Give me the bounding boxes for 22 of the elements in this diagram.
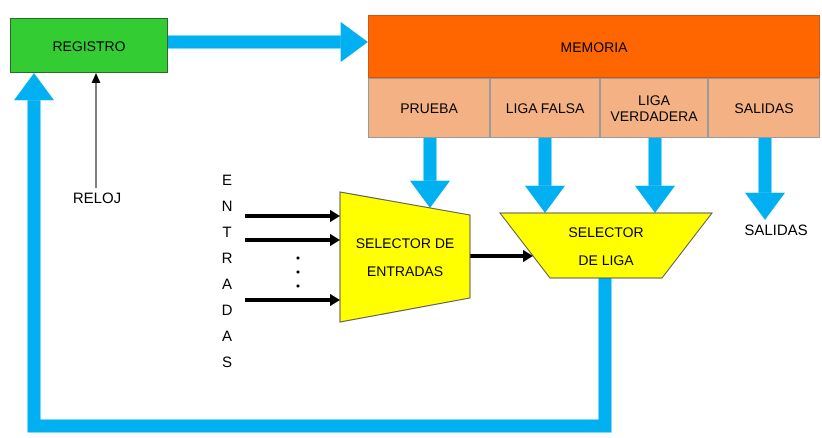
outputs-label: SALIDAS bbox=[736, 220, 816, 240]
arrow bbox=[14, 73, 612, 432]
selector-label: SELECTOR DE ENTRADAS bbox=[354, 234, 456, 281]
arrow bbox=[634, 138, 676, 213]
memory-field: PRUEBA bbox=[368, 78, 490, 138]
selector-label: SELECTOR DE LIGA bbox=[567, 222, 645, 270]
arrow bbox=[245, 234, 340, 246]
arrow bbox=[410, 138, 450, 208]
memory-field: SALIDAS bbox=[708, 78, 820, 138]
memory-field: LIGA FALSA bbox=[490, 78, 600, 138]
clock-label: RELOJ bbox=[74, 188, 120, 208]
arrow bbox=[470, 250, 533, 262]
memory-field: LIGA VERDADERA bbox=[600, 78, 708, 138]
arrow bbox=[744, 138, 786, 220]
arrow bbox=[245, 294, 340, 306]
memory-header: MEMORIA bbox=[368, 15, 820, 78]
register-box: REGISTRO bbox=[10, 18, 168, 73]
inputs-label: ENTRADAS bbox=[216, 168, 240, 378]
arrow bbox=[168, 22, 368, 62]
arrow bbox=[92, 73, 100, 188]
arrow bbox=[245, 210, 340, 222]
arrow bbox=[524, 138, 566, 213]
